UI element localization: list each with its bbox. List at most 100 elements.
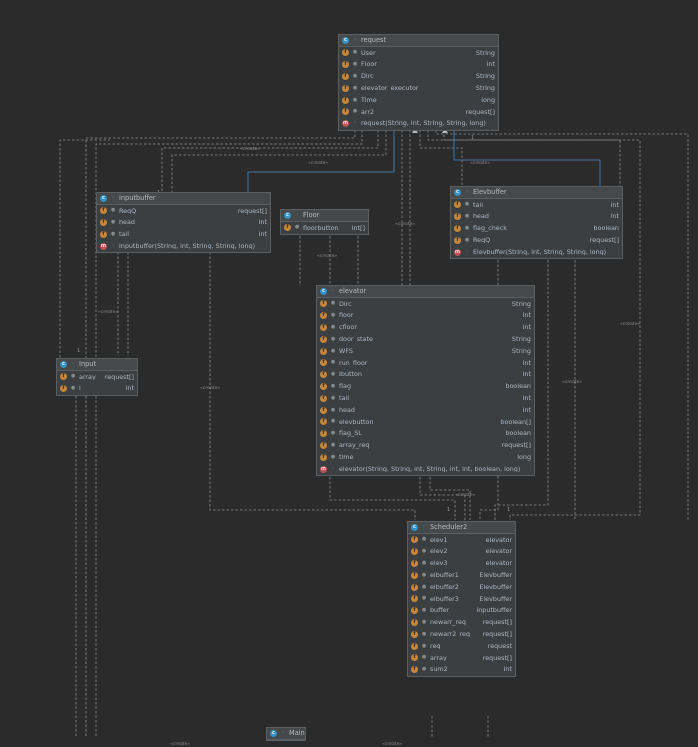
class-header[interactable]: c◦Scheduler2	[408, 522, 515, 534]
multiplicity: 1	[447, 507, 451, 513]
class-header[interactable]: c◦request	[339, 35, 498, 47]
member-name: array	[430, 654, 447, 662]
method-row[interactable]: m◦Elevbuffer(String, int, String, String…	[451, 246, 622, 258]
edge-label: «create»	[562, 380, 583, 385]
member-type: request[]	[482, 618, 512, 627]
class-header[interactable]: c◦Elevbuffer	[451, 187, 622, 199]
visibility-icon: ●	[330, 394, 336, 401]
class-header[interactable]: c◦Input	[57, 359, 137, 371]
field-icon: f	[320, 312, 327, 320]
visibility-icon: ●	[464, 224, 470, 231]
member-name: flag_check	[473, 225, 507, 232]
visibility-icon: ◦	[111, 242, 115, 249]
member-name: head	[119, 219, 135, 226]
member-type: int	[522, 358, 531, 367]
visibility-icon: ●	[330, 406, 336, 413]
visibility-icon: ●	[330, 335, 336, 342]
class-icon: c	[100, 195, 107, 202]
member-name: i	[79, 385, 81, 392]
class-header[interactable]: c◦Main	[267, 728, 305, 740]
visibility-icon: ●	[421, 630, 427, 637]
method-row[interactable]: m◦inputbuffer(String, int, String, Strin…	[97, 240, 270, 252]
member-type: request[]	[465, 107, 495, 116]
member-type: int	[125, 384, 134, 393]
member-type: request[]	[104, 372, 134, 381]
method-icon: m	[342, 120, 349, 128]
member-type: String	[475, 48, 495, 57]
field-icon: f	[100, 207, 107, 215]
visibility-icon: ●	[464, 213, 470, 220]
member-name: elbuffer1	[430, 572, 459, 579]
field-icon: f	[320, 300, 327, 308]
member-name: elev3	[430, 560, 448, 567]
member-type: int	[522, 323, 531, 332]
member-type: int	[522, 405, 531, 414]
member-type: int	[522, 394, 531, 403]
member-name: tail	[473, 201, 483, 209]
member-type: request[]	[501, 441, 531, 450]
method-row[interactable]: m◦elevator(String, String, int, String, …	[317, 463, 534, 475]
method-row[interactable]: m◦request(String, int, String, String, l…	[339, 118, 498, 130]
visibility-icon: ●	[421, 654, 427, 661]
member-name: time	[339, 454, 354, 461]
member-type: elevator	[485, 559, 512, 568]
class-header[interactable]: c◦elevator	[317, 286, 534, 298]
class-header[interactable]: c◦Floor	[281, 210, 368, 222]
field-icon: f	[320, 406, 327, 414]
member-type: String	[475, 72, 495, 81]
class-header[interactable]: c◦inputbuffer	[97, 193, 270, 205]
multiplicity: 1	[507, 507, 511, 513]
visibility-icon: ●	[421, 618, 427, 625]
class-main[interactable]: c◦Main	[266, 727, 306, 741]
